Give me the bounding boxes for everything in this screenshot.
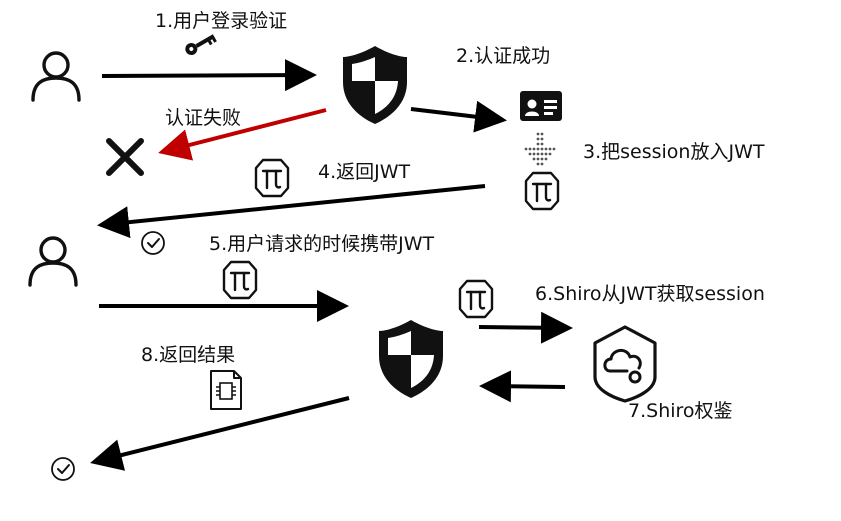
cross-icon bbox=[106, 138, 144, 176]
arrow-auth-fail bbox=[158, 108, 327, 161]
arrow-get-session bbox=[478, 311, 573, 344]
step-1-label: 1.用户登录验证 bbox=[155, 10, 287, 32]
shield-icon bbox=[379, 320, 443, 398]
step-7-label: 7.Shiro权鉴 bbox=[628, 400, 733, 422]
step-4-label: 4.返回JWT bbox=[318, 161, 411, 183]
arrow-shiro-auth bbox=[479, 370, 566, 403]
jwt-token-icon bbox=[524, 171, 560, 211]
jwt-token-icon bbox=[222, 260, 258, 300]
check-circle-icon bbox=[141, 231, 165, 255]
auth-fail-label: 认证失败 bbox=[165, 107, 241, 129]
check-circle-icon bbox=[51, 457, 75, 481]
user-icon bbox=[28, 236, 78, 287]
arrow-return-jwt bbox=[97, 184, 486, 239]
user-icon bbox=[31, 51, 81, 102]
step-6-label: 6.Shiro从JWT获取session bbox=[535, 283, 765, 305]
shiro-icon bbox=[593, 325, 657, 403]
arrow-auth-success bbox=[410, 100, 507, 133]
arrow-return-result bbox=[90, 396, 350, 471]
shield-icon bbox=[343, 46, 407, 124]
document-icon bbox=[210, 370, 242, 410]
dotted-down-arrow-icon bbox=[524, 132, 556, 166]
step-5-label: 5.用户请求的时候携带JWT bbox=[209, 233, 435, 255]
flow-arrows bbox=[90, 59, 573, 471]
key-icon bbox=[185, 34, 217, 55]
step-2-label: 2.认证成功 bbox=[456, 45, 550, 67]
step-3-label: 3.把session放入JWT bbox=[583, 141, 765, 163]
jwt-token-icon bbox=[254, 158, 290, 198]
step-8-label: 8.返回结果 bbox=[141, 344, 235, 366]
arrow-login bbox=[101, 59, 317, 92]
id-card-icon bbox=[520, 91, 562, 121]
jwt-token-icon bbox=[458, 279, 494, 319]
